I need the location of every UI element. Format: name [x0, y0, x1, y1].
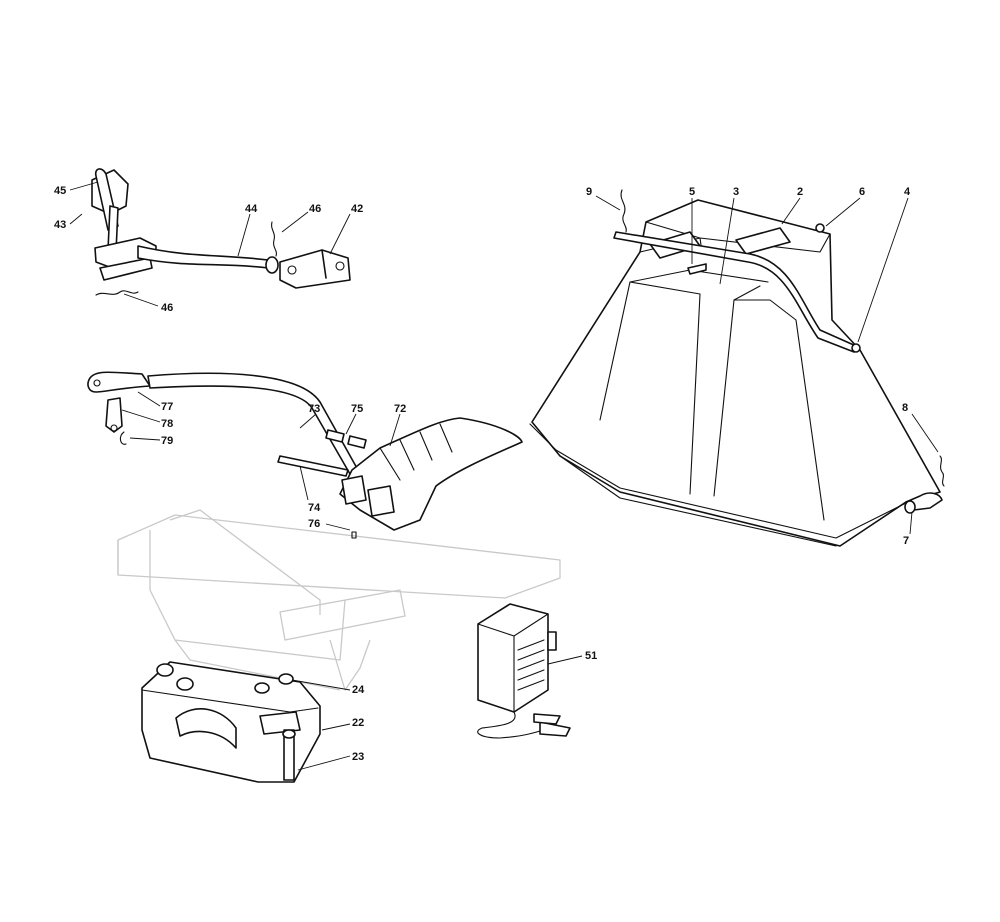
callout-46a: 46 — [309, 203, 321, 215]
leader-46b — [123, 293, 159, 307]
callout-78: 78 — [161, 418, 173, 430]
leader-7 — [909, 511, 913, 535]
leader-75 — [345, 413, 357, 435]
leader-42 — [329, 213, 351, 255]
callout-77: 77 — [161, 401, 173, 413]
callout-6: 6 — [859, 186, 865, 198]
leader-46a — [281, 211, 309, 233]
leader-8 — [911, 413, 939, 453]
callout-74: 74 — [308, 502, 321, 514]
leader-2 — [781, 197, 801, 225]
lever-linkage-assembly — [91, 168, 351, 296]
leader-76 — [325, 523, 351, 531]
leader-74 — [299, 465, 309, 501]
callout-42: 42 — [351, 203, 363, 215]
callout-72: 72 — [394, 403, 406, 415]
leader-6 — [825, 197, 861, 227]
callout-8: 8 — [902, 402, 908, 414]
handle-pedal-assembly — [87, 371, 523, 539]
callout-22: 22 — [352, 717, 364, 729]
callout-24: 24 — [352, 684, 365, 696]
callout-46b: 46 — [161, 302, 173, 314]
leader-77 — [137, 391, 161, 407]
callout-2: 2 — [797, 186, 803, 198]
callout-51: 51 — [585, 650, 597, 662]
leader-22 — [321, 723, 351, 731]
callout-9: 9 — [586, 186, 592, 198]
leader-78 — [121, 409, 161, 423]
callout-4: 4 — [904, 186, 911, 198]
callout-3: 3 — [733, 186, 739, 198]
callout-43: 43 — [54, 219, 66, 231]
leader-72 — [389, 413, 401, 447]
leader-lines — [69, 181, 939, 771]
grass-catcher-assembly — [529, 189, 945, 547]
battery-tank-assembly — [141, 661, 321, 783]
battery-charger — [477, 603, 571, 739]
ghost-mower-body — [117, 509, 561, 691]
callout-79: 79 — [161, 435, 173, 447]
leader-51 — [547, 655, 583, 665]
leader-73 — [299, 413, 317, 429]
callout-76: 76 — [308, 518, 320, 530]
leader-79 — [129, 437, 161, 441]
leader-43 — [69, 213, 83, 225]
callout-73: 73 — [308, 403, 320, 415]
leader-44 — [237, 213, 251, 257]
callout-5: 5 — [689, 186, 695, 198]
callout-44: 44 — [245, 203, 258, 215]
leader-9 — [595, 195, 621, 211]
callout-23: 23 — [352, 751, 364, 763]
leader-4 — [857, 197, 909, 343]
leader-3 — [719, 197, 735, 285]
leader-24 — [291, 679, 351, 691]
leader-45 — [69, 181, 99, 191]
callout-labels: 45 43 44 46 42 46 77 78 79 73 75 72 74 7… — [54, 185, 911, 763]
callout-75: 75 — [351, 403, 363, 415]
callout-45: 45 — [54, 185, 66, 197]
leader-23 — [297, 755, 351, 771]
callout-7: 7 — [903, 535, 909, 547]
